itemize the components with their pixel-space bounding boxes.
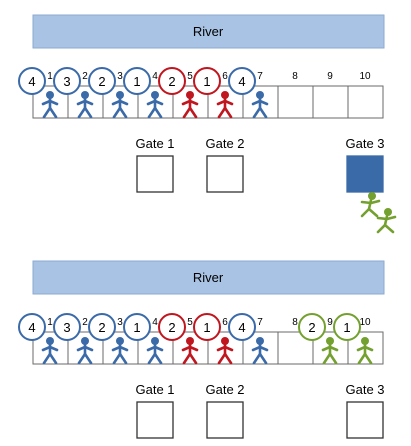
gate-label: Gate 2: [205, 382, 244, 397]
cell-number: 9: [327, 71, 333, 82]
cell-number: 7: [257, 71, 263, 82]
gate-box: [206, 155, 244, 193]
stick-figure-blue-icon: [111, 91, 129, 119]
queue-badge-number: 2: [98, 74, 105, 89]
cell-number: 10: [359, 317, 371, 328]
position-cell: [277, 331, 314, 365]
gate-label: Gate 2: [205, 136, 244, 151]
stick-figure-green-icon: [360, 192, 381, 218]
position-cell: [347, 85, 384, 119]
queue-badge: [53, 67, 81, 95]
queue-badge-number: 4: [28, 320, 35, 335]
cell-number: 1: [47, 317, 53, 328]
queue-badge-number: 4: [28, 74, 35, 89]
cell-number: 7: [257, 317, 263, 328]
queue-badge-number: 2: [98, 320, 105, 335]
queue-badge-number: 1: [203, 74, 210, 89]
cell-number: 8: [292, 71, 298, 82]
queue-badge-number: 4: [238, 74, 245, 89]
gate-label: Gate 1: [135, 136, 174, 151]
cell-number: 10: [359, 71, 371, 82]
queue-badge: [88, 67, 116, 95]
gate-box: [136, 155, 174, 193]
gate-box: [206, 401, 244, 439]
cell-number: 3: [117, 71, 123, 82]
cell-number: 5: [187, 317, 193, 328]
river-bar: [32, 260, 385, 295]
queue-badge: [193, 67, 221, 95]
queue-badge-number: 1: [343, 320, 350, 335]
queue-badge-number: 1: [133, 74, 140, 89]
queue-badge: [123, 67, 151, 95]
gate-label: Gate 1: [135, 382, 174, 397]
gate-box: [346, 155, 384, 193]
cell-number: 6: [222, 317, 228, 328]
queue-badge-number: 2: [168, 74, 175, 89]
river-label: River: [193, 270, 224, 285]
cell-number: 1: [47, 71, 53, 82]
queue-badge-number: 3: [63, 320, 70, 335]
gate-box: [136, 401, 174, 439]
queue-badge: [193, 313, 221, 341]
cell-number: 9: [327, 317, 333, 328]
queue-badge: [228, 67, 256, 95]
cell-number: 4: [152, 71, 158, 82]
cell-number: 6: [222, 71, 228, 82]
gate-box: [346, 401, 384, 439]
cell-number: 5: [187, 71, 193, 82]
stick-figure-blue-icon: [251, 337, 269, 365]
stick-figure-red-icon: [181, 337, 199, 365]
gate-label: Gate 3: [345, 382, 384, 397]
queue-badge: [88, 313, 116, 341]
cell-number: 3: [117, 317, 123, 328]
stick-figure-blue-icon: [146, 91, 164, 119]
stick-figure-green-icon: [321, 337, 339, 365]
queue-badge: [158, 313, 186, 341]
queue-badge: [123, 313, 151, 341]
queue-badge: [18, 67, 46, 95]
queue-badge: [158, 67, 186, 95]
stick-figure-red-icon: [181, 91, 199, 119]
queue-badge: [333, 313, 361, 341]
river-bar: [32, 14, 385, 49]
queue-badge-number: 1: [133, 320, 140, 335]
queue-badge: [228, 313, 256, 341]
stick-figure-red-icon: [216, 91, 234, 119]
queue-badge-number: 2: [168, 320, 175, 335]
stick-figure-blue-icon: [111, 337, 129, 365]
cell-number: 2: [82, 71, 88, 82]
stick-figure-blue-icon: [76, 91, 94, 119]
stick-figure-red-icon: [216, 337, 234, 365]
gate-label: Gate 3: [345, 136, 384, 151]
river-label: River: [193, 24, 224, 39]
cell-number: 2: [82, 317, 88, 328]
queue-badge: [298, 313, 326, 341]
cell-number: 8: [292, 317, 298, 328]
stick-figure-blue-icon: [251, 91, 269, 119]
stick-figure-blue-icon: [146, 337, 164, 365]
queue-badge-number: 3: [63, 74, 70, 89]
stick-figure-green-icon: [376, 208, 397, 234]
queue-badge: [18, 313, 46, 341]
queue-badge-number: 4: [238, 320, 245, 335]
stick-figure-blue-icon: [41, 337, 59, 365]
stick-figure-green-icon: [356, 337, 374, 365]
position-cell: [312, 85, 349, 119]
queue-badge-number: 2: [308, 320, 315, 335]
stick-figure-blue-icon: [76, 337, 94, 365]
queue-badge-number: 1: [203, 320, 210, 335]
position-cell: [277, 85, 314, 119]
stick-figure-blue-icon: [41, 91, 59, 119]
cell-number: 4: [152, 317, 158, 328]
queue-badge: [53, 313, 81, 341]
